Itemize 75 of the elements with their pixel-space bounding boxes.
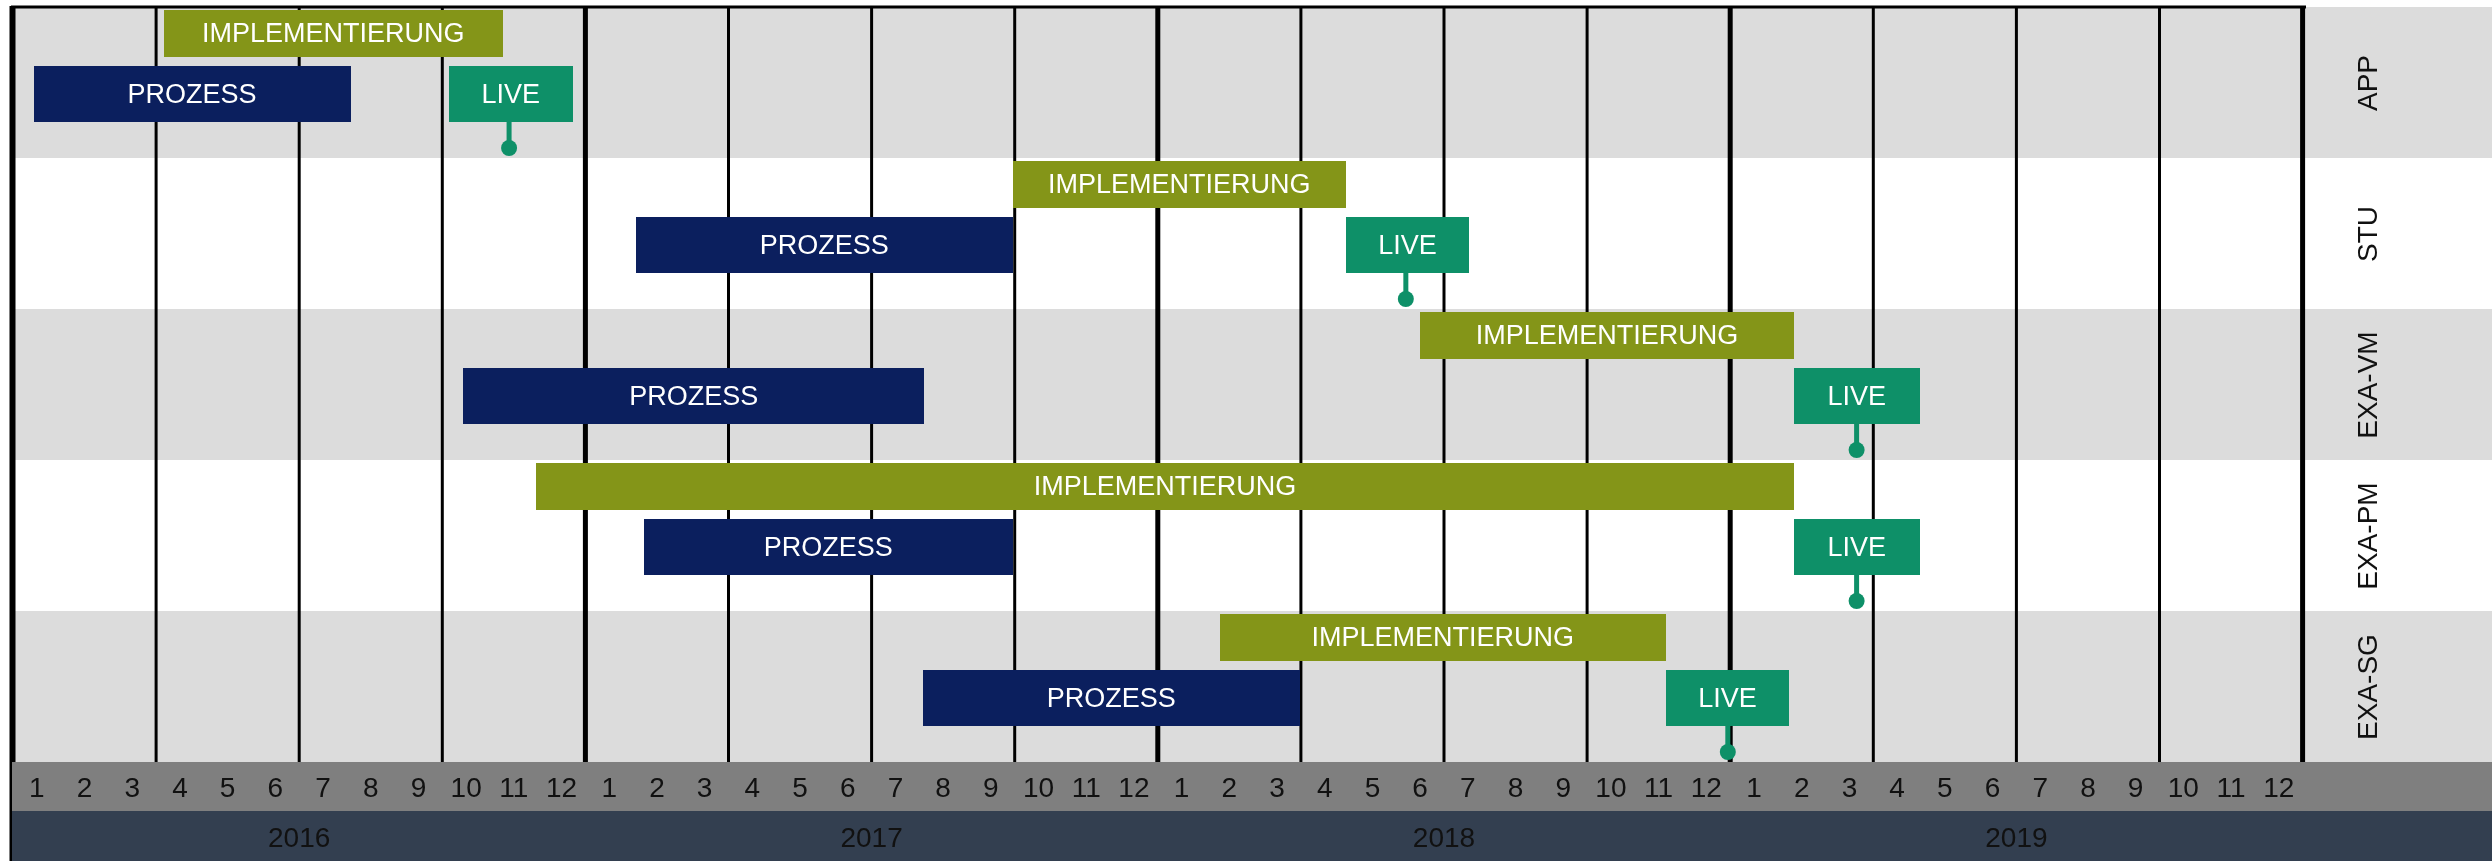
task-bar: PROZESS — [463, 368, 925, 424]
month-number: 8 — [935, 772, 951, 804]
month-number: 2 — [76, 772, 93, 804]
month-number: 11 — [2216, 772, 2246, 804]
task-bar: LIVE — [1665, 670, 1790, 726]
month-number: 11 — [1071, 772, 1101, 804]
task-bar: PROZESS — [33, 66, 351, 122]
month-number: 9 — [983, 772, 999, 804]
year-label: 2018 — [1412, 822, 1476, 854]
month-number: 2 — [1793, 772, 1810, 804]
row-label: EXA-PM — [2352, 481, 2384, 590]
year-label: 2017 — [840, 822, 903, 854]
task-bar: LIVE — [1794, 519, 1920, 575]
month-number: 2 — [649, 772, 665, 804]
month-number: 7 — [1460, 772, 1476, 804]
row-label: STU — [2352, 205, 2384, 262]
month-number: 7 — [2032, 772, 2049, 804]
row-label: EXA-VM — [2352, 330, 2384, 439]
month-number: 4 — [744, 772, 761, 804]
task-bar: IMPLEMENTIERUNG — [163, 10, 503, 57]
task-bar: PROZESS — [643, 519, 1013, 575]
year-label: 2016 — [268, 822, 331, 854]
month-number: 6 — [839, 772, 856, 804]
month-number: 4 — [1316, 772, 1333, 804]
month-number: 5 — [792, 772, 808, 804]
swimlane-band — [11, 309, 2492, 460]
month-number: 8 — [1507, 772, 1524, 804]
month-number: 6 — [267, 772, 284, 804]
task-bar: IMPLEMENTIERUNG — [1012, 161, 1346, 208]
month-number: 3 — [124, 772, 141, 804]
month-number: 3 — [1841, 772, 1858, 804]
task-bar: LIVE — [1794, 368, 1920, 424]
month-number: 8 — [2080, 772, 2096, 804]
task-bar: IMPLEMENTIERUNG — [535, 463, 1795, 510]
month-number: 1 — [601, 772, 618, 804]
month-number: 4 — [172, 772, 188, 804]
swimlane-band — [11, 611, 2492, 762]
swimlane-band — [11, 7, 2492, 158]
month-number: 12 — [1690, 772, 1722, 804]
month-number: 10 — [2167, 772, 2199, 804]
task-bar: PROZESS — [922, 670, 1300, 726]
month-number: 1 — [1173, 772, 1190, 804]
month-number: 6 — [1412, 772, 1428, 804]
month-number: 5 — [1937, 772, 1953, 804]
month-number: 3 — [1269, 772, 1285, 804]
task-bar: LIVE — [1345, 217, 1470, 273]
month-number: 5 — [1364, 772, 1381, 804]
month-number: 2 — [1221, 772, 1238, 804]
month-number: 9 — [410, 772, 427, 804]
month-number: 1 — [29, 772, 45, 804]
row-label: APP — [2352, 54, 2384, 111]
month-number: 11 — [1644, 772, 1674, 804]
task-bar: PROZESS — [635, 217, 1013, 273]
month-number: 1 — [1746, 772, 1762, 804]
month-number: 10 — [1595, 772, 1627, 804]
month-number: 10 — [1022, 772, 1055, 804]
row-label: EXA-SG — [2352, 633, 2384, 740]
month-number: 3 — [696, 772, 713, 804]
task-bar: IMPLEMENTIERUNG — [1219, 614, 1666, 661]
month-number: 11 — [499, 772, 529, 804]
month-number: 8 — [362, 772, 379, 804]
month-number: 4 — [1889, 772, 1905, 804]
year-label: 2019 — [1985, 822, 2048, 854]
month-number: 12 — [2263, 772, 2295, 804]
month-number: 10 — [450, 772, 482, 804]
month-number: 7 — [887, 772, 904, 804]
month-number: 12 — [545, 772, 578, 804]
month-number: 9 — [1555, 772, 1572, 804]
month-number: 9 — [2127, 772, 2144, 804]
task-bar: LIVE — [448, 66, 573, 122]
month-number: 6 — [1984, 772, 2001, 804]
task-bar: IMPLEMENTIERUNG — [1420, 312, 1795, 359]
month-number: 7 — [315, 772, 331, 804]
month-number: 5 — [219, 772, 236, 804]
month-number: 12 — [1118, 772, 1150, 804]
